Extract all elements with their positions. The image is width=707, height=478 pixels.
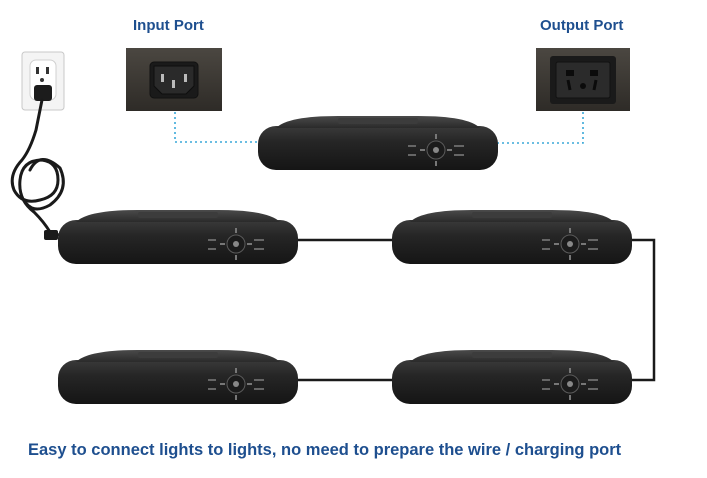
input-port-label: Input Port <box>133 17 204 34</box>
light-unit-middle-left <box>57 209 299 265</box>
light-unit-top <box>257 115 499 171</box>
plug-connector <box>44 230 58 240</box>
light-unit-bottom-left <box>57 349 299 405</box>
iec-c14-inlet-icon <box>126 48 222 111</box>
power-cord <box>10 98 65 238</box>
output-port-label: Output Port <box>540 17 624 34</box>
dotted-leader-lines <box>174 112 584 144</box>
linking-cables <box>296 238 656 382</box>
wall-outlet-icon <box>21 51 65 111</box>
light-unit-bottom-right <box>391 349 633 405</box>
light-unit-middle-right <box>391 209 633 265</box>
universal-socket-icon <box>536 48 630 111</box>
caption: Easy to connect lights to lights, no mee… <box>28 441 622 459</box>
